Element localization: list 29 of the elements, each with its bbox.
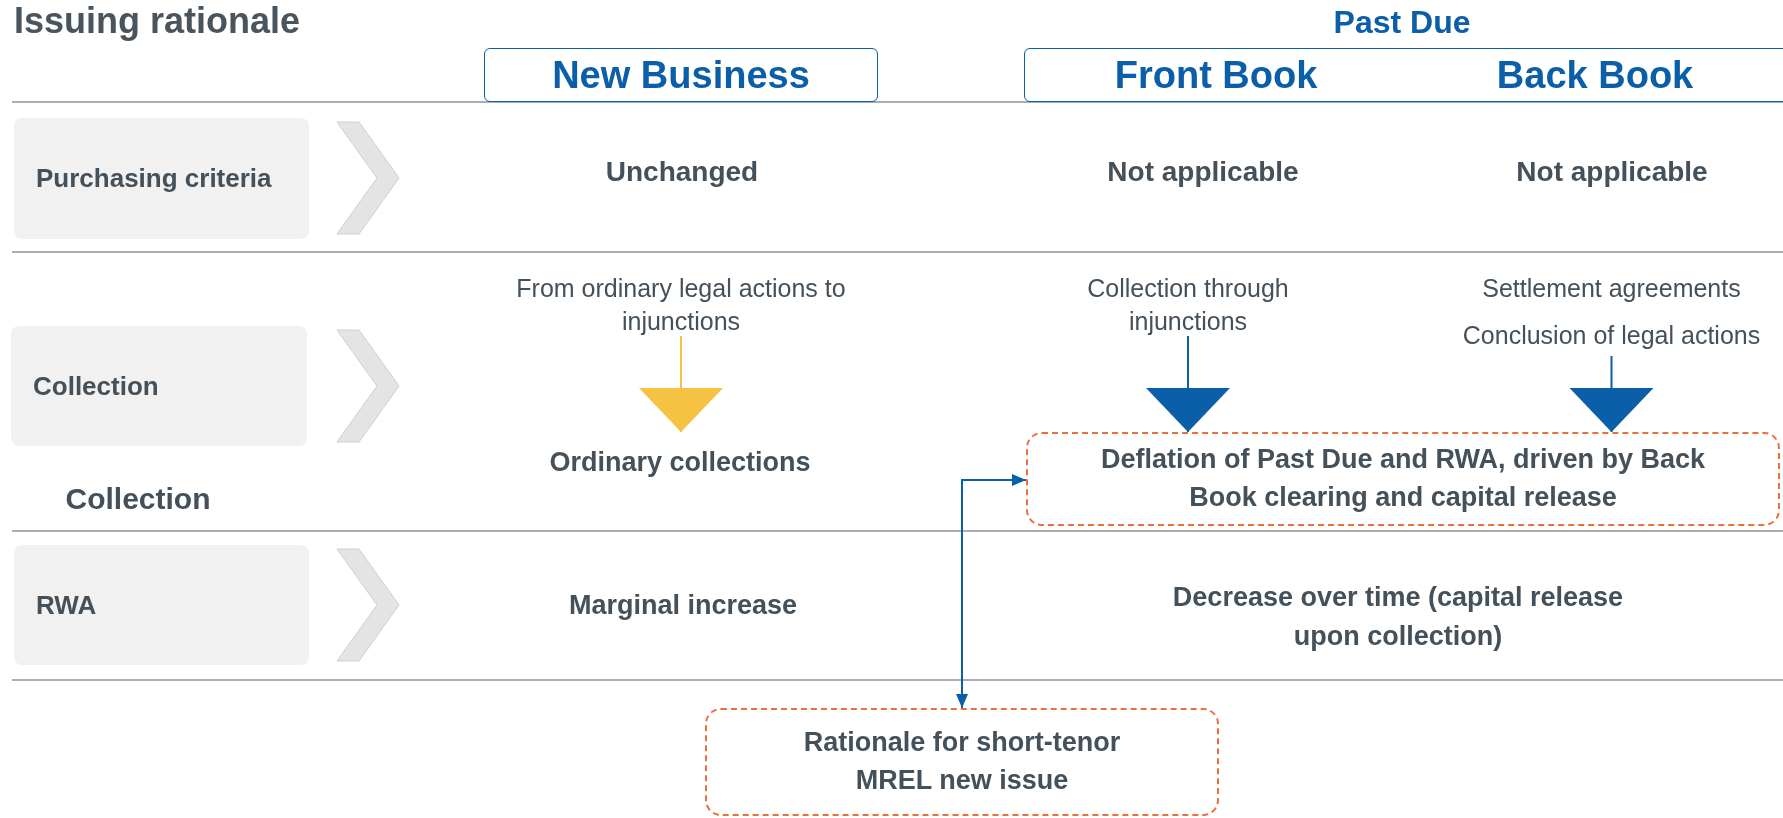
cell-text: Marginal increase — [567, 590, 799, 621]
cell-text: Not applicable — [1515, 156, 1709, 188]
triangle-arrow — [1569, 355, 1654, 433]
dashed-callout-box — [1026, 432, 1780, 526]
column-header-box — [1024, 48, 1783, 102]
dashed-callout-box — [705, 708, 1219, 816]
triangle-arrow — [639, 335, 723, 433]
row-label: RWA — [36, 589, 98, 621]
callout-text: Rationale for short-tenor MREL new issue — [802, 726, 1122, 797]
callout-text: Deflation of Past Due and RWA, driven by Back Book clearing and capital release — [1099, 443, 1707, 514]
row-label: Collection — [33, 370, 160, 402]
cell-text: Not applicable — [1106, 156, 1300, 188]
triangle-arrow — [1146, 335, 1230, 433]
cell-text: Unchanged — [604, 156, 760, 188]
arrow — [956, 474, 1027, 709]
column-header-box — [484, 48, 878, 102]
cell-text: Conclusion of legal actions — [1461, 319, 1762, 351]
column-heading: New Business — [551, 53, 811, 97]
cell-text: Settlement agreements — [1481, 273, 1742, 304]
row-label: Purchasing criteria — [36, 163, 273, 194]
group-heading: Past Due — [1332, 4, 1472, 41]
row-label: Collection — [64, 482, 212, 516]
slide-title: Issuing rationale — [14, 0, 301, 42]
result-text: Ordinary collections — [500, 432, 860, 492]
cell-text: Decrease over time (capital release upon collection) — [1171, 581, 1625, 654]
column-heading: Back Book — [1496, 53, 1694, 97]
cell-text: From ordinary legal actions to injunctions — [516, 272, 846, 336]
cell-text: Collection through injunctions — [1068, 272, 1308, 336]
column-heading: Front Book — [1114, 53, 1318, 97]
